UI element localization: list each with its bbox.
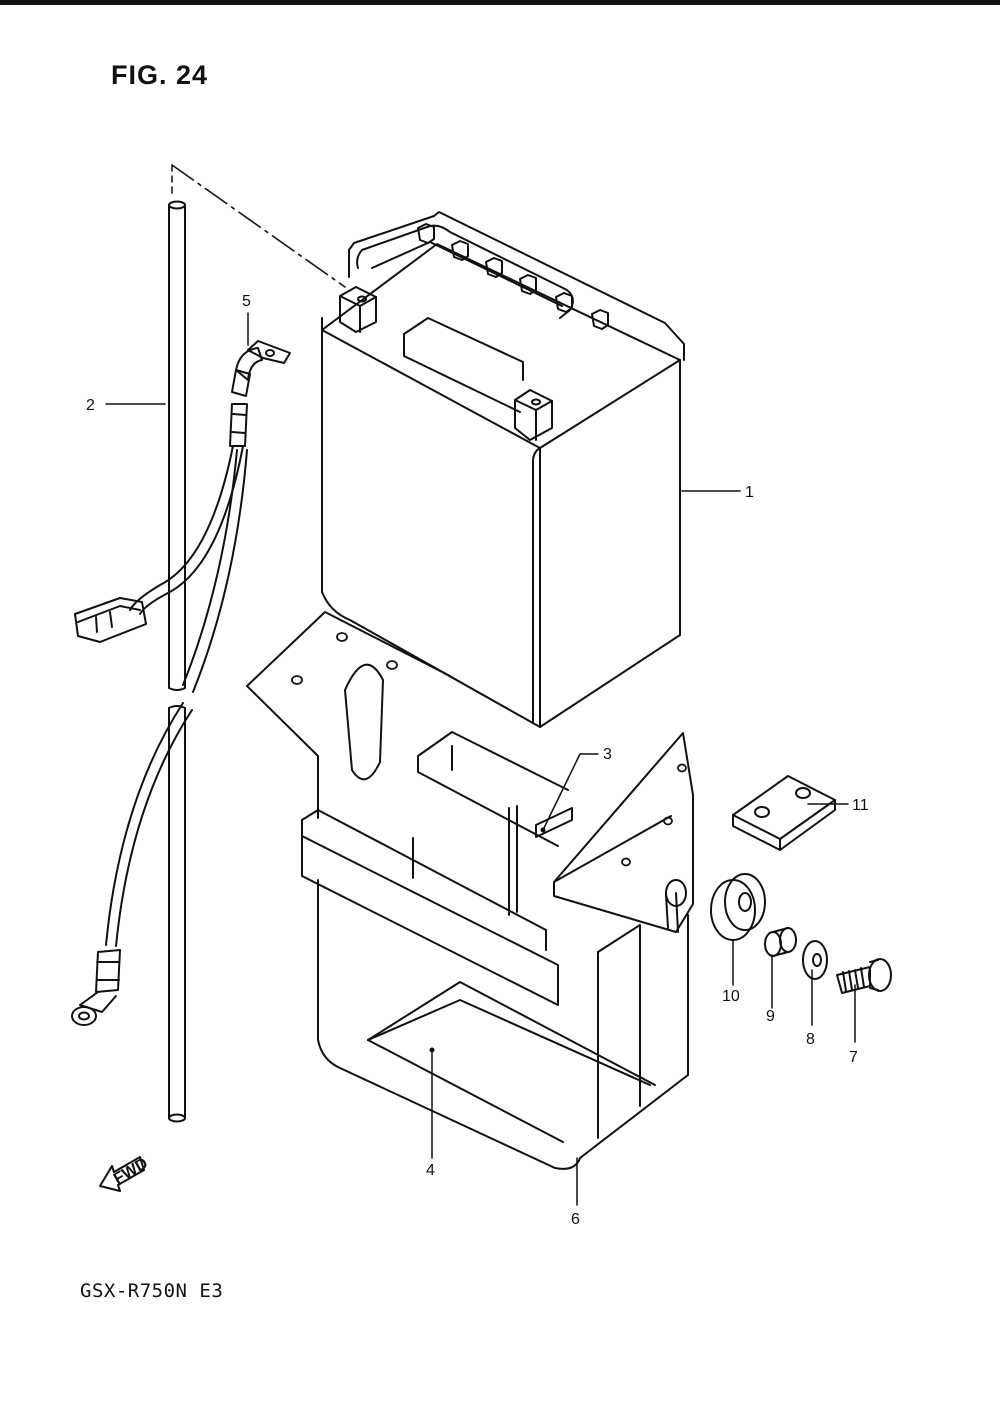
fwd-badge-label: FWD (111, 1155, 151, 1188)
callout-2: 2 (86, 397, 95, 414)
battery-bottom-pad (367, 999, 651, 1086)
bolt (836, 958, 892, 994)
top-border-rule (0, 0, 1000, 5)
cushion (710, 873, 766, 941)
spacer (764, 927, 797, 957)
leader-3 (542, 753, 599, 831)
battery-holder (246, 611, 694, 1170)
callout-dot-3 (540, 827, 546, 833)
model-code: GSX-R750N E3 (80, 1280, 224, 1302)
battery (321, 211, 685, 728)
battery-pad (535, 807, 573, 838)
callout-4: 4 (426, 1162, 435, 1179)
breather-route-line (171, 164, 346, 288)
callout-8: 8 (806, 1031, 815, 1048)
callout-5: 5 (242, 293, 251, 310)
figure-title: FIG. 24 (111, 60, 209, 90)
negative-lead-wire (71, 340, 291, 1026)
washer (802, 940, 828, 980)
fwd-arrow-icon (99, 1156, 145, 1192)
callout-3: 3 (603, 746, 612, 763)
callout-dot-4 (429, 1047, 435, 1053)
callout-10: 10 (722, 988, 740, 1005)
callout-1: 1 (745, 484, 754, 501)
callout-9: 9 (766, 1008, 775, 1025)
plate (732, 775, 836, 851)
callout-7: 7 (849, 1049, 858, 1066)
breather-hose (168, 200, 186, 1123)
callout-11: 11 (852, 797, 869, 814)
callout-6: 6 (571, 1211, 580, 1228)
